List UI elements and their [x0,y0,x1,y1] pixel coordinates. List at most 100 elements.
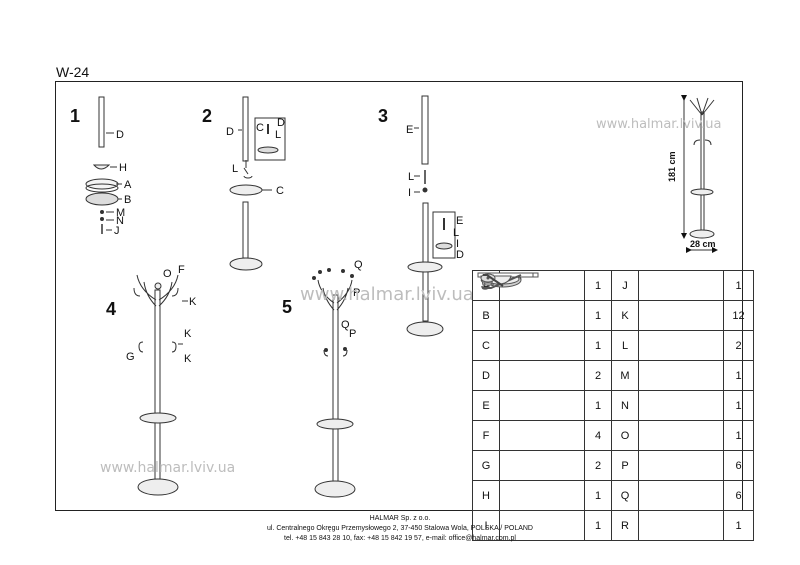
part-letter: R [611,510,639,541]
part-letter: D [472,360,500,391]
part-image [480,273,724,331]
label-s4-o: O [163,268,172,280]
part-letter: M [611,360,639,391]
part-quantity: 1 [723,270,754,301]
part-letter: P [611,450,639,481]
part-letter: G [472,450,500,481]
label-s2-d: D [226,126,234,138]
label-s5-p2: P [349,328,356,340]
part-image [483,275,585,511]
height-dimension: 181 cm [667,151,677,182]
label-s4-f: F [178,264,185,276]
part-image [480,273,724,391]
label-s3-i: I [408,187,411,199]
label-s1-j: J [114,225,120,237]
part-letter: K [611,300,639,331]
label-s5-q2: Q [341,319,350,331]
step-1-parts [85,96,122,234]
model-code: W-24 [56,64,90,80]
step-number-1: 1 [70,106,80,126]
watermark-bottom: www.halmar.lviv.ua [100,460,235,476]
part-image [482,273,724,541]
label-s1-a: A [124,179,132,191]
part-letter: L [611,330,639,361]
part-quantity: 1 [584,330,612,361]
footer-company: HALMAR Sp. z o.o. [369,515,431,522]
part-image [479,275,724,451]
part-image [481,274,724,481]
step-number-5: 5 [282,297,292,317]
step-4-parts [133,274,188,496]
part-letter: J [611,270,639,301]
step-number-2: 2 [202,106,212,126]
part-letter: Q [611,480,639,511]
label-s3-i2: I [456,238,459,250]
step-number-4: 4 [106,299,116,319]
label-s2-c2: C [276,185,284,197]
label-s2-c: C [256,122,264,134]
part-quantity: 1 [723,510,754,541]
label-s2-d2: D [277,117,285,129]
label-s3-e: E [406,124,413,136]
part-quantity: 2 [584,360,612,391]
part-image [482,273,585,451]
label-s3-l: L [408,171,414,183]
label-s1-m: M [116,207,125,219]
part-quantity: 1 [723,390,754,421]
part-quantity: 1 [584,480,612,511]
width-dimension: 28 cm [690,239,716,249]
part-letter: F [472,420,500,451]
step-2-parts [229,96,286,271]
part-quantity: 1 [584,270,612,301]
part-image [477,272,585,421]
part-image [486,273,585,361]
part-image [477,272,585,391]
label-s3-l2: L [453,227,459,239]
part-image [483,274,724,421]
product-overview [681,95,718,253]
part-quantity: 1 [723,360,754,391]
part-image [480,273,585,481]
part-letter: H [472,480,500,511]
step-3-parts [406,95,456,337]
label-s3-d: D [456,249,464,261]
label-s2-l2: L [232,163,238,175]
label-s5-p: P [353,287,360,299]
part-quantity: 1 [584,300,612,331]
label-s1-b: B [124,194,131,206]
label-s4-g: G [126,351,135,363]
part-quantity: 1 [723,420,754,451]
part-quantity: 6 [723,480,754,511]
footer-address: ul. Centralnego Okręgu Przemysłowego 2, … [266,525,533,532]
part-letter: C [472,330,500,361]
part-quantity: 2 [723,330,754,361]
part-letter: N [611,390,639,421]
part-image [480,270,724,301]
watermark-top: www.halmar.lviv.ua [596,117,722,132]
part-image [480,273,724,361]
part-quantity: 6 [723,450,754,481]
part-quantity: 1 [584,390,612,421]
step-5-parts [312,268,356,498]
label-s5-q: Q [354,259,363,271]
label-s2-l: L [275,129,281,141]
part-image [484,272,585,331]
part-quantity: 2 [584,450,612,481]
label-s1-h: H [119,162,127,174]
label-s4-k: K [189,296,197,308]
label-s4-k2: K [184,328,192,340]
label-s1-n: N [116,215,124,227]
part-letter: E [472,390,500,421]
part-image [481,274,724,511]
label-s4-k3: K [184,353,192,365]
